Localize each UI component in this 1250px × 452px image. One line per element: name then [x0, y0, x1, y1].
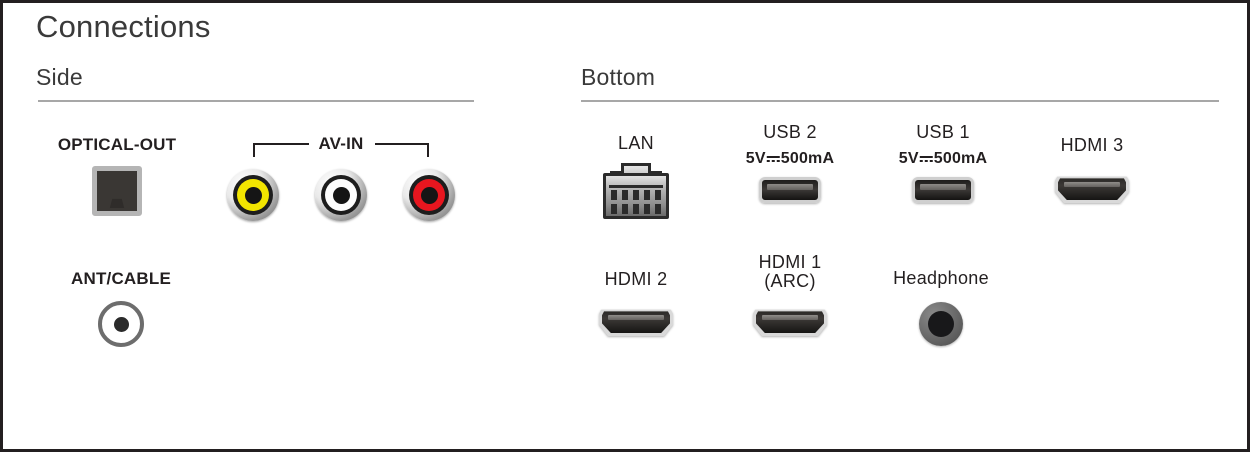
usb1-port-icon[interactable]: [912, 177, 974, 203]
hdmi1-label: HDMI 1 (ARC): [758, 252, 822, 292]
usb1-rating: 5V 500mA: [899, 150, 987, 168]
rca-jack-yellow-icon[interactable]: [227, 169, 279, 221]
hdmi2-port-icon[interactable]: [599, 306, 673, 336]
dc-power-icon: [766, 153, 780, 165]
usb1-rating-prefix: 5V: [898, 150, 919, 167]
hdmi1-port-icon[interactable]: [753, 306, 827, 336]
usb1-label: USB 1: [916, 122, 970, 142]
hdmi2-label: HDMI 2: [604, 269, 668, 289]
section-title-bottom: Bottom: [581, 64, 656, 90]
rca-jack-white-icon[interactable]: [315, 169, 367, 221]
section-divider-bottom: [581, 100, 1219, 102]
rj45-lan-icon[interactable]: [603, 163, 669, 219]
usb2-rating-suffix: 500mA: [780, 150, 835, 167]
usb2-rating-prefix: 5V: [745, 150, 766, 167]
ant-cable-label: ANT/CABLE: [70, 269, 172, 288]
hdmi1-label-line1: HDMI 1: [758, 252, 822, 272]
av-in-label: AV-IN: [318, 134, 364, 153]
page-title: Connections: [36, 9, 211, 44]
optical-out-label: OPTICAL-OUT: [57, 135, 177, 154]
coaxial-connector-icon[interactable]: [98, 301, 144, 347]
headphone-label: Headphone: [893, 268, 989, 288]
usb2-label: USB 2: [763, 122, 817, 142]
rca-jack-red-icon[interactable]: [403, 169, 455, 221]
lan-label: LAN: [618, 133, 654, 153]
headphone-jack-icon[interactable]: [919, 302, 963, 346]
hdmi3-port-icon[interactable]: [1055, 173, 1129, 203]
usb2-port-icon[interactable]: [759, 177, 821, 203]
optical-toslink-icon[interactable]: [92, 166, 142, 216]
usb2-rating: 5V 500mA: [746, 150, 834, 168]
dc-power-icon: [919, 153, 933, 165]
hdmi3-label: HDMI 3: [1060, 135, 1124, 155]
usb1-rating-suffix: 500mA: [933, 150, 988, 167]
section-title-side: Side: [36, 64, 83, 90]
section-divider-side: [38, 100, 474, 102]
hdmi1-label-line2: (ARC): [764, 271, 816, 292]
